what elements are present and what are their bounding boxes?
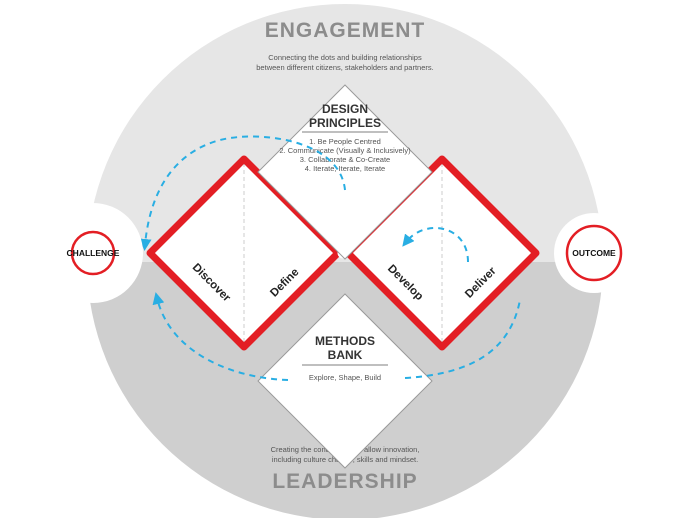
engagement-desc-line1: Connecting the dots and building relatio… — [268, 53, 422, 62]
leadership-title: LEADERSHIP — [272, 470, 417, 493]
methods-bank-box — [257, 293, 433, 469]
feedback-arrow-bottom-right — [404, 299, 521, 379]
challenge-node — [43, 203, 143, 303]
design-principles-box — [257, 84, 433, 260]
design-principle-item: 4. Iterate, Iterate, Iterate — [305, 164, 385, 173]
feedback-arrow-bottom-left — [152, 292, 289, 381]
design-principle-item: 1. Be People Centred — [309, 137, 381, 146]
engagement-title: ENGAGEMENT — [265, 19, 426, 42]
outcome-node — [554, 213, 634, 293]
design-principle-item: 2. Communicate (Visually & Inclusively) — [279, 146, 411, 155]
design-principles-title-line1: DESIGN — [322, 102, 368, 116]
challenge-label: CHALLENGE — [67, 248, 120, 258]
engagement-desc-line2: between different citizens, stakeholders… — [256, 63, 433, 72]
methods-bank-title-line1: METHODS — [315, 334, 375, 348]
methods-bank-subtitle: Explore, Shape, Build — [309, 373, 381, 382]
design-principle-item: 3. Collaborate & Co-Create — [300, 155, 390, 164]
outcome-label: OUTCOME — [572, 248, 616, 258]
methods-bank-title-line2: BANK — [328, 348, 363, 362]
design-principles-title-line2: PRINCIPLES — [309, 116, 381, 130]
challenge-ring — [70, 230, 116, 276]
outcome-ring — [565, 224, 623, 282]
